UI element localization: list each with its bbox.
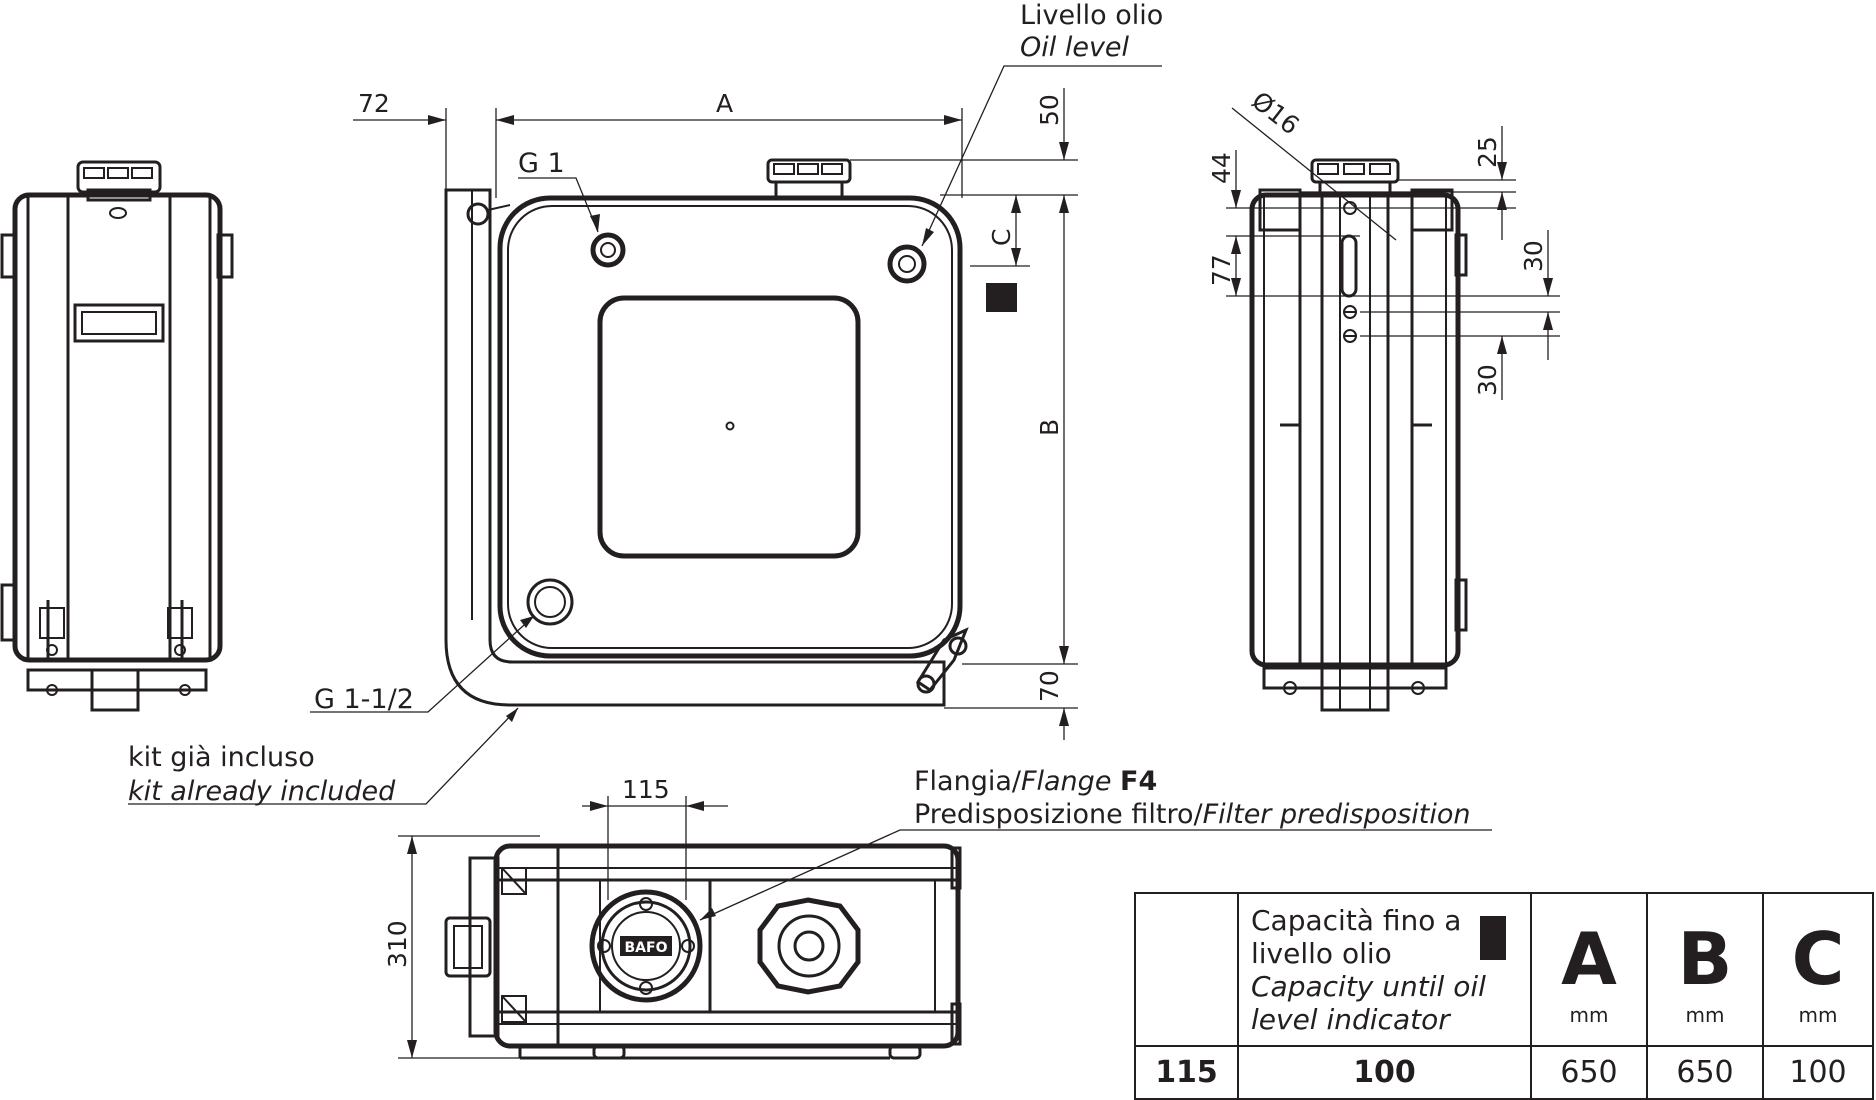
spec-table: Capacità fino a livello olio Capacity un… xyxy=(1134,892,1874,1100)
right-side-view xyxy=(1226,107,1560,712)
port-g112-label: G 1-1/2 xyxy=(314,684,414,715)
left-side-view xyxy=(0,160,234,712)
flange-f4: BAFO xyxy=(589,889,703,1003)
filter-label: Predisposizione filtro/Filter predisposi… xyxy=(914,799,1471,830)
row-model: 115 xyxy=(1134,1045,1239,1100)
col-a-label: A xyxy=(1561,916,1617,1001)
front-view xyxy=(128,65,1162,805)
oil-level-label-en: Oil level xyxy=(1020,32,1130,63)
table-header-row: Capacità fino a livello olio Capacity un… xyxy=(1134,892,1874,1047)
oil-level-label-it: Livello olio xyxy=(1020,0,1163,31)
model-header-cell xyxy=(1134,892,1239,1047)
dim-25: 25 xyxy=(1473,136,1502,168)
bottom-view: BAFO xyxy=(398,796,1492,1060)
port-g1-label: G 1 xyxy=(518,148,565,179)
capacity-label-it-2: livello olio xyxy=(1251,936,1392,970)
kit-label-it: kit già incluso xyxy=(128,742,315,773)
capacity-header-cell: Capacità fino a livello olio Capacity un… xyxy=(1237,892,1532,1047)
capacity-label-it-1: Capacità fino a xyxy=(1251,903,1462,937)
row-b: 650 xyxy=(1646,1045,1764,1100)
dim-72: 72 xyxy=(358,89,390,118)
col-a-unit: mm xyxy=(1569,1002,1609,1027)
row-a: 650 xyxy=(1530,1045,1648,1100)
dim-44: 44 xyxy=(1207,152,1236,184)
capacity-label-en-1: Capacity until oil xyxy=(1251,969,1486,1003)
col-b-header: B mm xyxy=(1646,892,1764,1047)
dim-a: A xyxy=(716,89,733,118)
oil-level-marker xyxy=(986,283,1017,312)
dim-c: C xyxy=(987,229,1016,246)
col-c-label: C xyxy=(1791,916,1845,1001)
dim-30-lower: 30 xyxy=(1473,364,1502,396)
flange-logo: BAFO xyxy=(625,940,668,956)
row-c: 100 xyxy=(1762,1045,1874,1100)
row-capacity: 100 xyxy=(1237,1045,1532,1100)
flange-label: Flangia/Flange F4 xyxy=(914,766,1157,797)
col-c-header: C mm xyxy=(1762,892,1874,1047)
col-b-label: B xyxy=(1677,916,1733,1001)
dim-70: 70 xyxy=(1035,670,1064,702)
dim-diameter-16: Ø16 xyxy=(1246,86,1304,141)
dim-77: 77 xyxy=(1207,254,1236,286)
dim-50: 50 xyxy=(1035,94,1064,126)
filler-cap xyxy=(757,897,861,995)
oil-level-symbol xyxy=(1480,916,1506,960)
kit-label-en: kit already included xyxy=(128,776,396,807)
table-row: 115 100 650 650 100 xyxy=(1134,1045,1874,1100)
dim-115: 115 xyxy=(622,775,670,804)
col-c-unit: mm xyxy=(1798,1002,1838,1027)
dim-30-upper: 30 xyxy=(1519,240,1548,272)
capacity-label-en-2: level indicator xyxy=(1251,1002,1450,1036)
dim-b: B xyxy=(1035,419,1064,436)
col-a-header: A mm xyxy=(1530,892,1648,1047)
dim-310: 310 xyxy=(383,920,412,968)
col-b-unit: mm xyxy=(1685,1002,1725,1027)
